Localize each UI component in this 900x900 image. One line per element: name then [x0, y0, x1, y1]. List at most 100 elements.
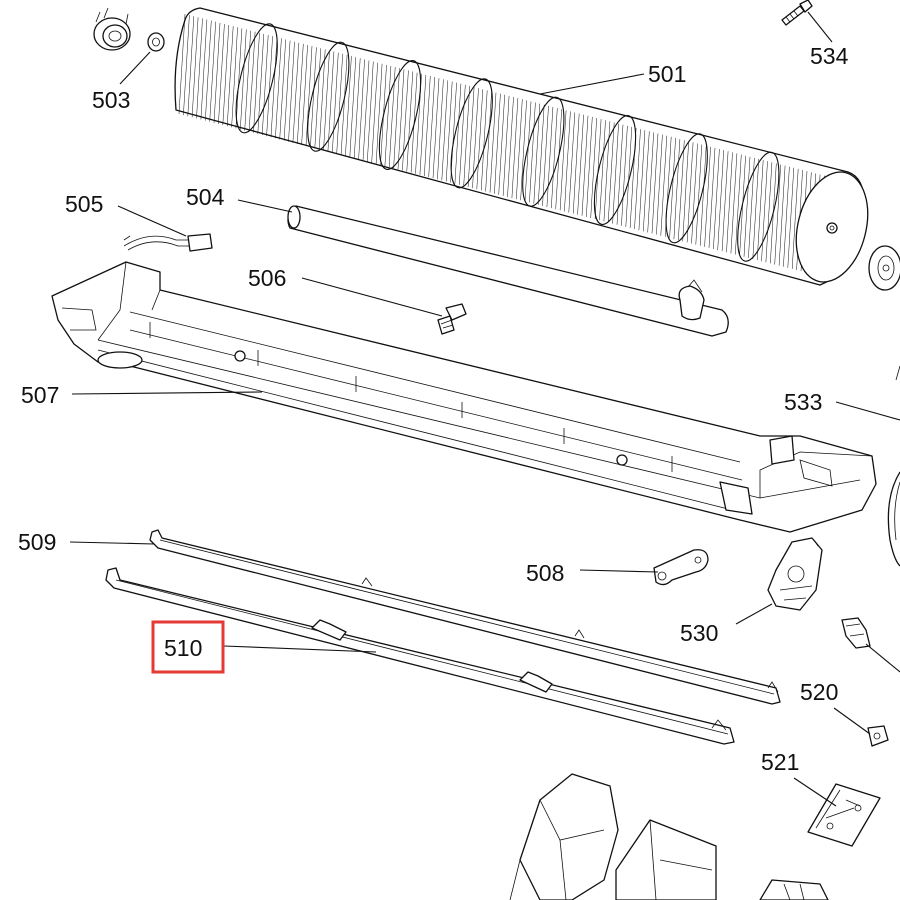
highlight-box-510	[151, 620, 225, 674]
callout-509: 509	[18, 529, 56, 555]
fan-blade-line	[270, 37, 278, 138]
leader-534	[807, 11, 833, 43]
fan-blade-line	[187, 16, 195, 117]
leader-508	[579, 569, 659, 573]
fan-blade-line	[691, 143, 698, 244]
fan-blade-line	[419, 74, 427, 175]
fan-blade-line	[643, 131, 650, 232]
fan-blade-line	[183, 15, 190, 116]
fan-blade-line	[384, 65, 392, 167]
part-504-rod	[287, 205, 729, 337]
fan-blade-line	[288, 41, 295, 142]
callout-508: 508	[526, 560, 564, 586]
fan-blade-line	[292, 42, 300, 143]
leader-521	[793, 777, 837, 807]
leader-505	[117, 205, 187, 237]
fan-blade-line	[275, 38, 282, 139]
fan-blade-line	[721, 151, 729, 252]
fan-blade-line	[476, 89, 484, 190]
part-520-clip	[841, 617, 889, 747]
fan-blade-line	[226, 26, 234, 127]
fan-blade-line	[345, 56, 352, 157]
part-509-strip	[149, 529, 781, 705]
fan-blade-line	[656, 134, 663, 235]
fan-blade-line	[537, 104, 545, 205]
fan-blade-line	[279, 39, 286, 140]
fan-blade-line	[424, 75, 431, 177]
leader-520	[833, 707, 871, 735]
fan-blade-line	[551, 108, 558, 209]
callout-534: 534	[810, 43, 849, 69]
fan-blade-line	[200, 19, 208, 120]
callout-505: 505	[65, 191, 103, 217]
fan-blade-line	[594, 119, 602, 220]
part-501-crossflow-fan	[174, 7, 869, 286]
fan-blade-line	[726, 152, 733, 253]
fan-blade-line	[743, 156, 751, 257]
callout-510: 510	[164, 635, 202, 661]
fan-blade-line	[441, 80, 449, 181]
part-521-board	[807, 783, 881, 847]
fan-blade-line	[205, 20, 212, 121]
fan-blade-line	[586, 116, 593, 217]
fan-blade-line	[765, 162, 773, 263]
part-503-bushing	[93, 7, 165, 52]
callout-504: 504	[186, 184, 225, 210]
callout-530: 530	[680, 620, 718, 646]
fan-blade-line	[695, 144, 703, 245]
fan-blade-line	[612, 123, 619, 224]
fan-blade-line	[559, 110, 567, 211]
callout-503: 503	[92, 87, 130, 113]
fan-blade-line	[498, 94, 505, 195]
fan-blade-line	[340, 54, 348, 155]
fan-blade-line	[621, 125, 628, 226]
leader-503	[119, 51, 151, 85]
callout-labels: 501 503 504 505 506 507 508 509 510 520 …	[18, 43, 849, 775]
fan-blade-line	[783, 166, 790, 267]
fan-blade-line	[555, 109, 562, 210]
fan-blade-line	[485, 91, 492, 192]
fan-blade-line	[787, 167, 795, 268]
fan-blade-line	[472, 88, 479, 189]
fan-blade-line	[669, 137, 676, 238]
fan-blade-line	[494, 93, 501, 194]
part-533-cover-edge	[887, 471, 900, 567]
fan-ring	[737, 151, 780, 262]
fan-blade-line	[625, 126, 633, 227]
part-534-screw	[781, 0, 813, 26]
fan-blade-line	[607, 122, 615, 223]
fan-blade-line	[266, 36, 273, 137]
fan-blade-line	[752, 158, 760, 260]
fan-ring	[450, 78, 493, 189]
fan-blade-line	[402, 70, 409, 171]
fan-blade-line	[432, 78, 440, 179]
fan-blade-line	[577, 114, 584, 215]
fan-blade-line	[327, 51, 335, 152]
fan-blade-line	[213, 22, 221, 123]
fan-blade-line	[231, 27, 238, 128]
fan-blade-line	[406, 71, 414, 172]
callout-501: 501	[648, 61, 686, 87]
fan-ring	[378, 59, 422, 171]
leader-507	[71, 391, 263, 395]
fan-blade-line	[699, 145, 707, 246]
fan-blade-line	[651, 133, 659, 234]
fan-blade-line	[678, 140, 685, 241]
fan-blade-line	[756, 160, 764, 261]
fan-blade-line	[480, 90, 488, 191]
fan-blade-line	[371, 62, 378, 163]
fan-blade-line	[546, 106, 554, 208]
fan-blade-line	[397, 69, 405, 170]
leader-506	[301, 277, 443, 317]
fan-blade-line	[529, 102, 536, 203]
fan-blade-line	[235, 28, 243, 129]
fan-blade-line	[524, 101, 532, 202]
fan-blade-line	[516, 99, 523, 200]
fan-blade-line	[178, 13, 186, 115]
fan-blade-line	[332, 52, 339, 153]
fan-blade-line	[502, 95, 510, 196]
fan-blade-line	[533, 103, 541, 204]
callout-506: 506	[248, 265, 286, 291]
fan-blade-line	[599, 120, 606, 221]
fan-blade-line	[590, 117, 597, 219]
